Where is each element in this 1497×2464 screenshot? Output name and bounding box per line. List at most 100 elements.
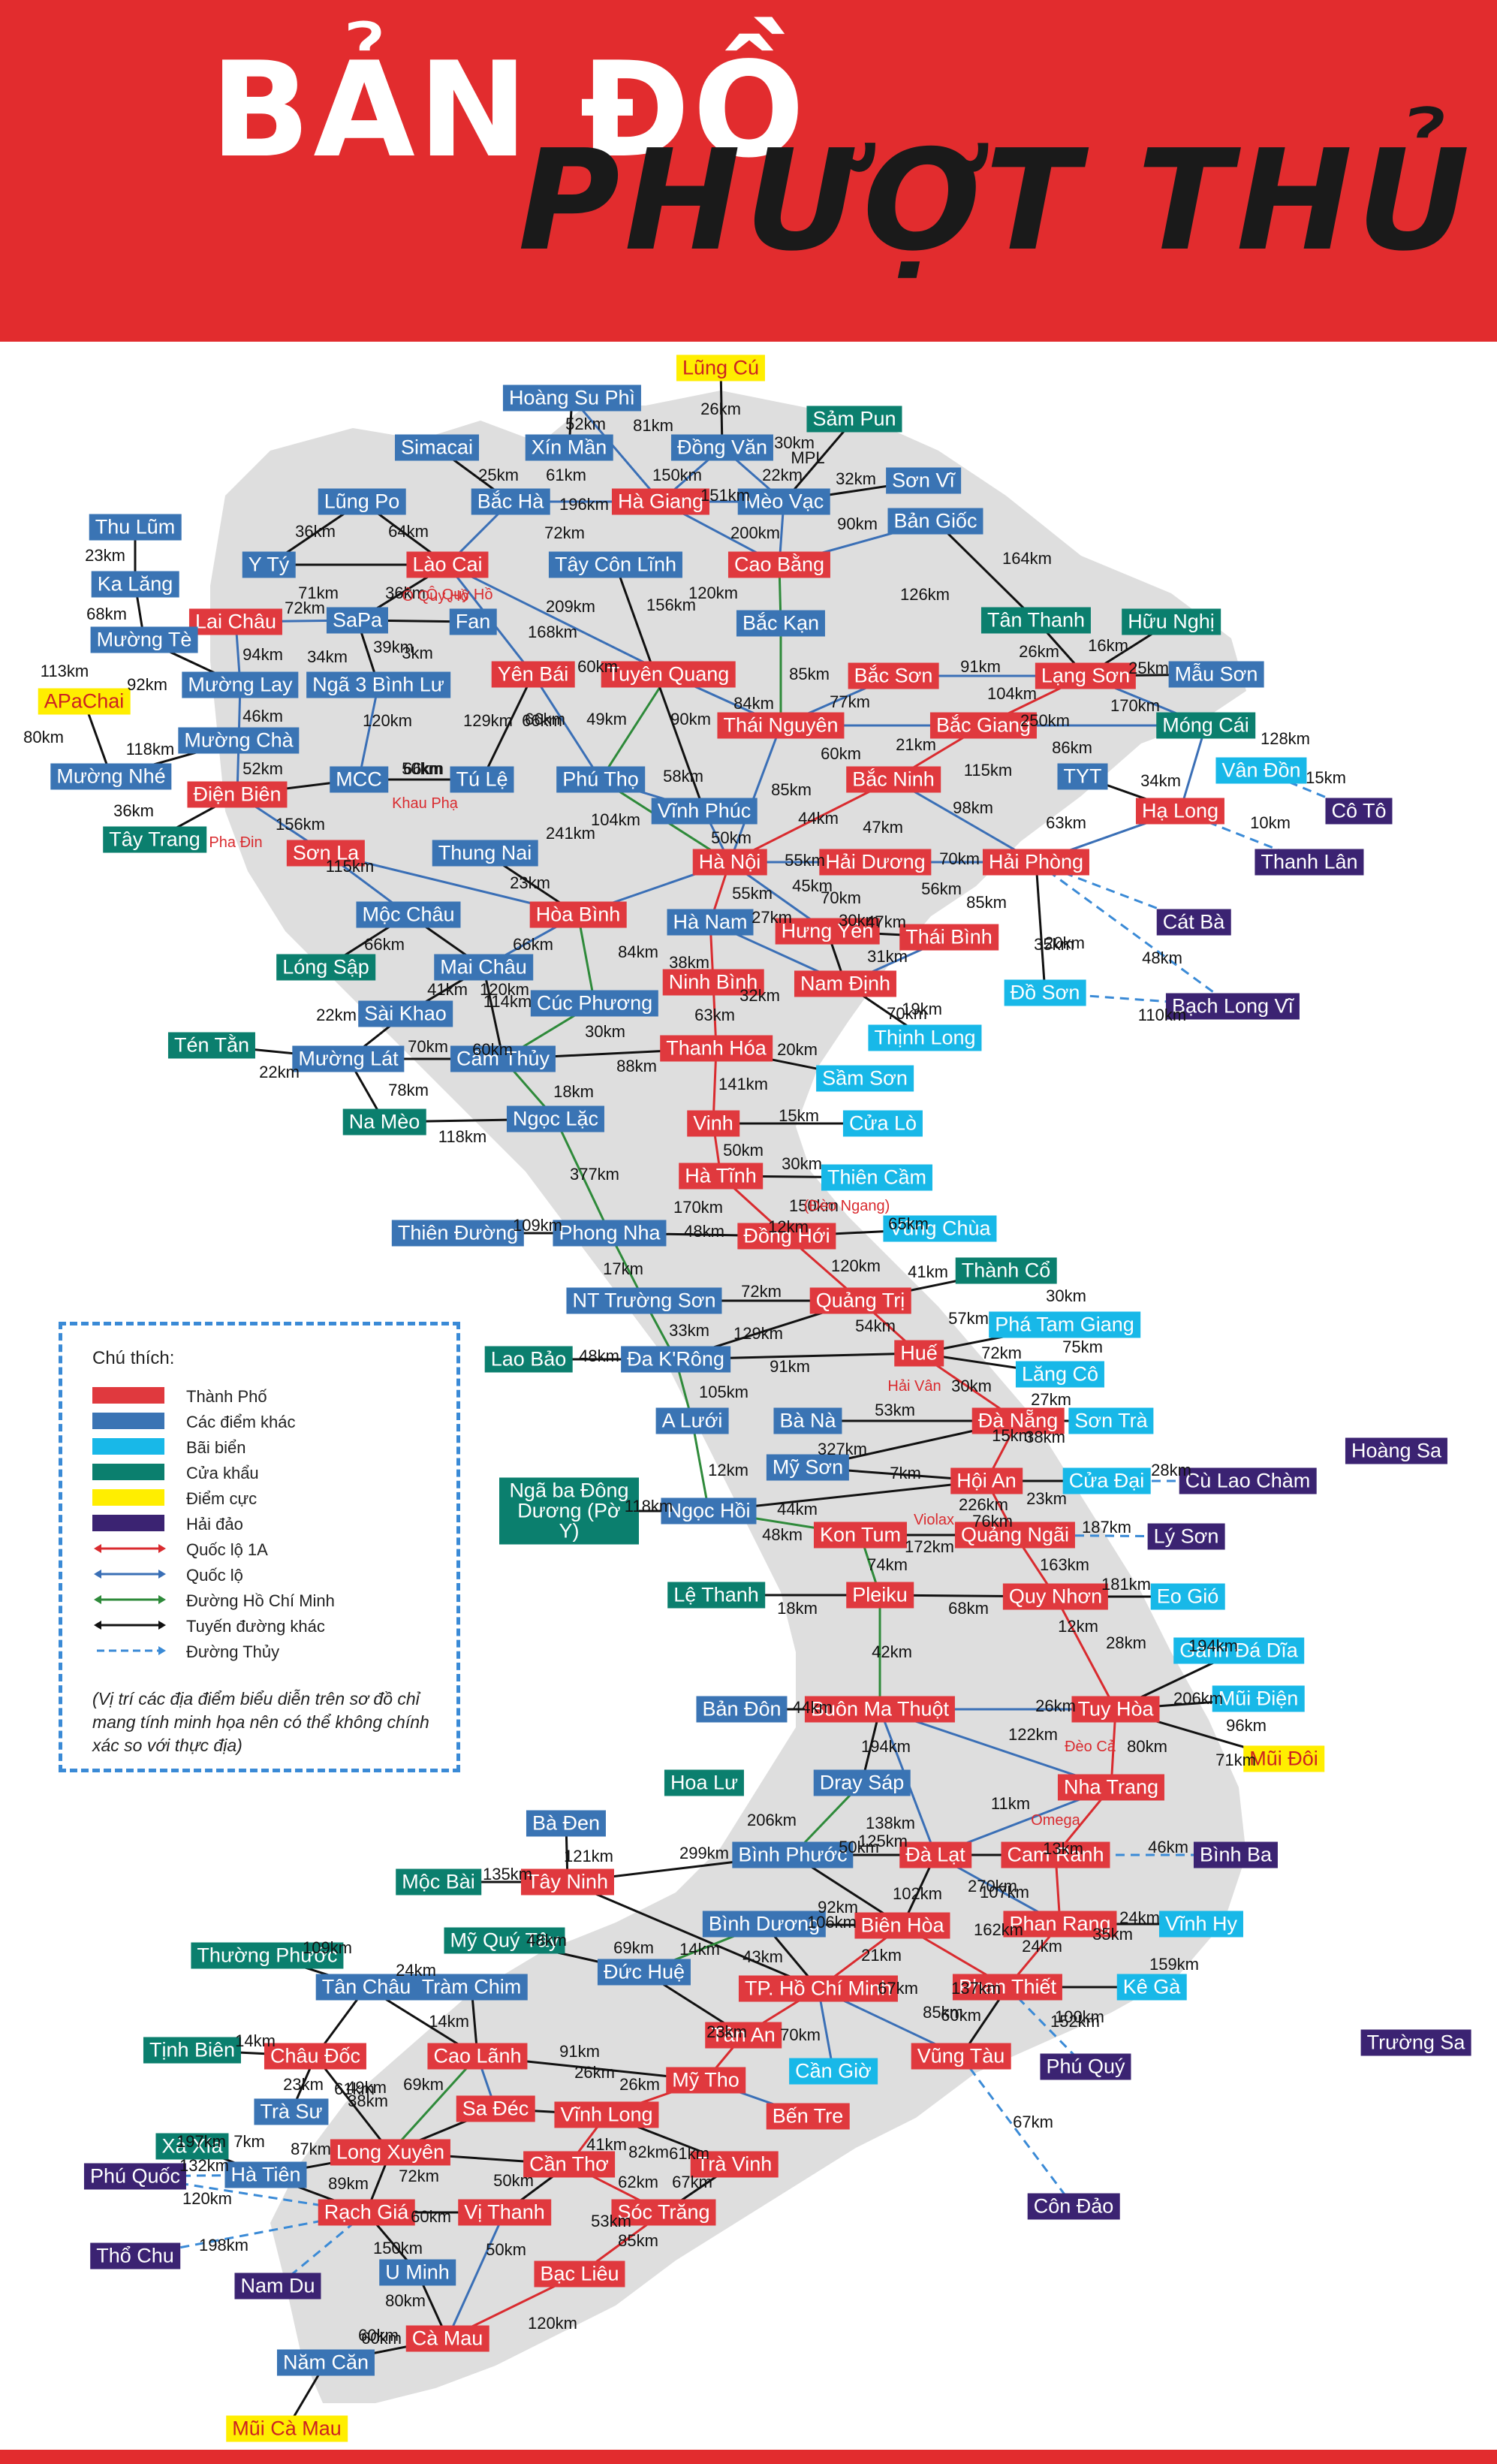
distance-label: 162km	[973, 1920, 1024, 1939]
distance-label: 170km	[1110, 696, 1161, 715]
distance-label: 206km	[1173, 1689, 1224, 1708]
distance-label: 94km	[242, 645, 283, 664]
legend-label: Cửa khẩu	[186, 1464, 259, 1482]
distance-label: 39km	[373, 638, 414, 656]
place-kon-tum: Kon Tum	[813, 1522, 908, 1549]
distance-label: 68km	[86, 605, 127, 623]
distance-label: 98km	[953, 798, 993, 817]
distance-label: 187km	[1081, 1518, 1132, 1537]
distance-label: 164km	[1002, 549, 1053, 568]
distance-label: 50km	[486, 2240, 526, 2259]
place-tan-chau: Tân Châu	[315, 1974, 417, 2001]
distance-label: 50km	[839, 1838, 879, 1856]
distance-label: 118km	[624, 1497, 673, 1515]
distance-label: 41km	[586, 2135, 627, 2154]
distance-label: 194km	[1188, 1636, 1239, 1655]
place-quang-ngai: Quảng Ngãi	[954, 1522, 1076, 1549]
place-hung-yen: Hưng Yên	[775, 918, 880, 945]
place-simacai: Simacai	[394, 434, 480, 461]
distance-label: 34km	[307, 647, 348, 666]
distance-label: 43km	[742, 1947, 783, 1966]
place-moc-chau: Mộc Châu	[356, 901, 461, 928]
distance-label: 168km	[527, 623, 578, 641]
legend-disclaimer: (Vị trí các địa điểm biểu diễn trên sơ đ…	[92, 1689, 429, 1756]
place-cao-bang: Cao Bằng	[727, 551, 831, 578]
distance-label: 377km	[569, 1165, 620, 1184]
distance-label: 21km	[861, 1946, 902, 1965]
place-lung-po: Lũng Po	[318, 488, 406, 515]
place-mui-ca-mau: Mũi Cà Mau	[226, 2415, 348, 2442]
distance-label: 36km	[385, 584, 426, 602]
place-lao-cai: Lào Cai	[406, 551, 489, 578]
distance-label: 113km	[40, 662, 89, 680]
place-mui-dien: Mũi Điện	[1212, 1685, 1305, 1712]
distance-label: 114km	[483, 992, 532, 1011]
distance-label: 138km	[865, 1814, 916, 1832]
distance-label: 327km	[817, 1440, 868, 1458]
distance-label: 102km	[892, 1884, 943, 1903]
place-binh-phuoc: Bình Phước	[732, 1841, 854, 1868]
distance-label: 120km	[362, 711, 413, 730]
legend-swatch	[92, 1413, 164, 1429]
distance-label: 172km	[904, 1537, 955, 1556]
distance-label: 156km	[275, 815, 326, 834]
place-ngoc-hoi: Ngọc Hồi	[661, 1497, 757, 1525]
place-dong-hoi: Đồng Hới	[737, 1223, 836, 1250]
place-pha-tam-giang: Phá Tam Giang	[989, 1311, 1140, 1338]
place-phu-tho: Phú Thọ	[556, 766, 645, 793]
place-mong-cai: Móng Cái	[1156, 712, 1255, 739]
place-eo-gio: Eo Gió	[1150, 1583, 1225, 1610]
distance-label: 181km	[1101, 1575, 1152, 1594]
distance-label: 120km	[527, 2314, 578, 2333]
distance-label: 48km	[526, 1931, 567, 1950]
distance-label: 22km	[259, 1063, 300, 1081]
distance-label: 23km	[85, 546, 125, 565]
place-nam-dinh: Nam Định	[794, 970, 897, 997]
distance-label: 270km	[967, 1877, 1018, 1896]
distance-label: 49km	[586, 710, 627, 728]
distance-label: 11km	[990, 1794, 1031, 1813]
distance-label: 15km	[779, 1106, 819, 1125]
distance-label: 60km	[411, 2207, 451, 2226]
distance-label: 129km	[733, 1324, 784, 1343]
place-long-xuyen: Long Xuyên	[330, 2139, 451, 2166]
distance-label: 28km	[1151, 1461, 1191, 1479]
place-thien-cam: Thiên Cầm	[821, 1164, 933, 1191]
place-da-k-rong: Đa K'Rông	[621, 1346, 730, 1373]
distance-label: 48km	[579, 1347, 619, 1365]
legend-line-icon	[97, 1646, 166, 1655]
place-moc-bai: Mộc Bài	[396, 1868, 481, 1896]
pass-note: Ô Quy Hồ	[426, 587, 493, 603]
legend-label: Tuyến đường khác	[186, 1617, 325, 1636]
distance-label: 151km	[700, 486, 751, 505]
distance-label: 90km	[670, 710, 711, 728]
distance-label: 49km	[346, 2078, 387, 2097]
place-tuyen-quang: Tuyên Quang	[601, 661, 736, 688]
place-tay-con-linh: Tây Côn Lĩnh	[548, 551, 683, 578]
legend-item: Quốc lộ	[92, 1563, 445, 1585]
distance-label: 104km	[986, 684, 1038, 703]
legend-item: Cửa khẩu	[92, 1461, 445, 1483]
distance-label: 85km	[789, 665, 830, 683]
distance-label: 30km	[782, 1154, 822, 1173]
place-nt-truong-son: NT Trường Sơn	[566, 1287, 722, 1314]
place-muong-cha: Mường Chà	[178, 727, 300, 754]
place-chau-doc: Châu Đốc	[264, 2043, 367, 2070]
place-xa-xia: Xà Xía	[155, 2133, 229, 2160]
distance-label: 91km	[770, 1357, 810, 1376]
distance-label: 62km	[618, 2173, 658, 2191]
legend-item: Các điểm khác	[92, 1410, 445, 1432]
distance-label: 92km	[127, 675, 167, 694]
distance-label: 38km	[348, 2092, 388, 2110]
distance-label: 38km	[1025, 1428, 1065, 1446]
distance-label: 70km	[939, 849, 980, 868]
distance-label: 22km	[762, 466, 803, 484]
distance-label: 48km	[762, 1525, 803, 1544]
legend-item: Đường Thủy	[92, 1639, 445, 1662]
distance-label: 41km	[427, 980, 468, 999]
distance-label: 15km	[1306, 768, 1346, 787]
pass-note: Khau Phạ	[392, 795, 458, 812]
place-fan: Fan	[449, 608, 497, 635]
distance-label: 25km	[1128, 659, 1169, 677]
distance-label: 32km	[836, 469, 876, 488]
